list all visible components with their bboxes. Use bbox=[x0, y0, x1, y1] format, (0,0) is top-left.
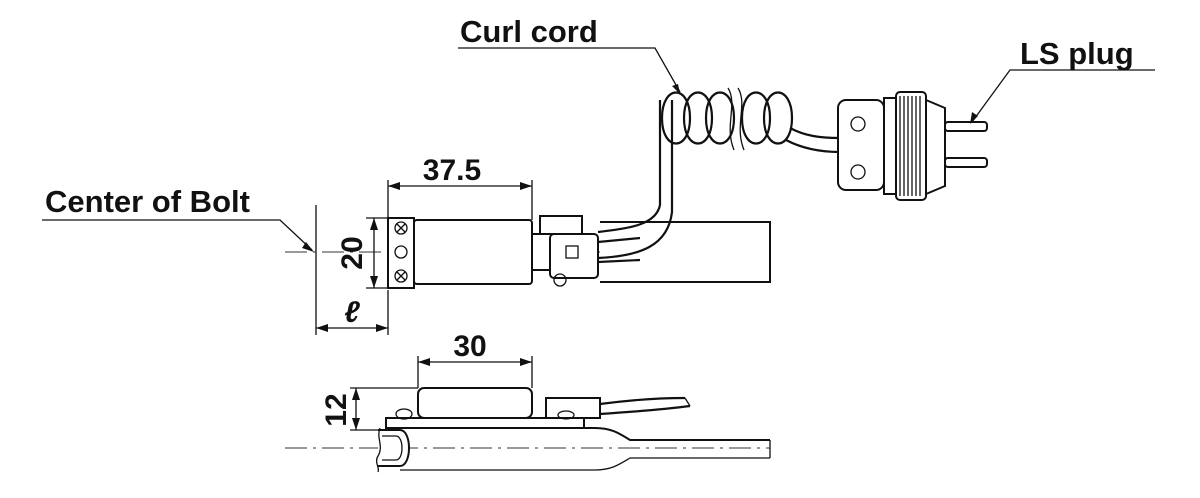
bolt-head bbox=[378, 429, 410, 467]
side-cable-cut bbox=[684, 397, 691, 407]
connector-top-tab bbox=[539, 215, 583, 235]
dim-height-side: 12 bbox=[320, 393, 353, 426]
dim-height-top: 20 bbox=[336, 236, 369, 269]
lead-wire-lower bbox=[597, 258, 641, 264]
label-ls-plug: LS plug bbox=[1020, 36, 1134, 71]
grip-ridges bbox=[899, 96, 921, 196]
side-connector bbox=[545, 397, 601, 419]
screw-top-icon bbox=[394, 221, 408, 235]
side-connector-screw-icon bbox=[557, 410, 575, 420]
screw-middle-icon bbox=[394, 245, 408, 259]
dim-offset: ℓ bbox=[344, 296, 360, 329]
bar-lower-edge bbox=[400, 457, 770, 471]
clamp-hole-bottom-icon bbox=[850, 164, 866, 180]
label-curl-cord: Curl cord bbox=[460, 14, 598, 49]
connector-body bbox=[549, 233, 599, 279]
callouts: Curl cord LS plug Center of Bolt bbox=[42, 14, 1155, 252]
clamp-hole-top-icon bbox=[850, 116, 866, 132]
sensor-module bbox=[413, 219, 533, 285]
side-cable-bottom bbox=[599, 404, 691, 416]
dimensions: 37.5 20 ℓ 30 12 bbox=[316, 154, 533, 431]
cord-riser-1 bbox=[597, 100, 662, 234]
top-view bbox=[285, 100, 771, 335]
dim-width-top: 37.5 bbox=[423, 154, 481, 187]
leader-center-of-bolt bbox=[42, 219, 313, 251]
side-cable-top bbox=[599, 396, 686, 406]
side-base-plate bbox=[385, 417, 585, 429]
cable-body bbox=[600, 221, 771, 283]
plug-clamp bbox=[837, 99, 885, 191]
side-sensor-module bbox=[417, 387, 533, 419]
side-screw-icon bbox=[395, 408, 413, 420]
plug-head bbox=[925, 98, 946, 196]
bar-upper-edge bbox=[400, 427, 770, 441]
bolt-head-inner bbox=[382, 435, 403, 461]
leader-curl-cord bbox=[458, 47, 681, 93]
bolt-break bbox=[375, 427, 381, 473]
leader-ls-plug bbox=[971, 69, 1155, 123]
lead-wire-upper bbox=[597, 236, 641, 244]
screw-bottom-icon bbox=[394, 269, 408, 283]
plug-pin-bottom bbox=[944, 157, 988, 168]
ls-plug bbox=[837, 91, 988, 201]
cord-riser-2 bbox=[597, 100, 674, 260]
side-view bbox=[285, 387, 771, 473]
plug-pin-top bbox=[944, 121, 988, 132]
dim-width-side: 30 bbox=[453, 330, 486, 363]
connector-screw-icon bbox=[553, 273, 567, 287]
curl-cord bbox=[660, 87, 841, 154]
connector-window bbox=[565, 245, 579, 259]
label-center-of-bolt: Center of Bolt bbox=[45, 184, 250, 219]
